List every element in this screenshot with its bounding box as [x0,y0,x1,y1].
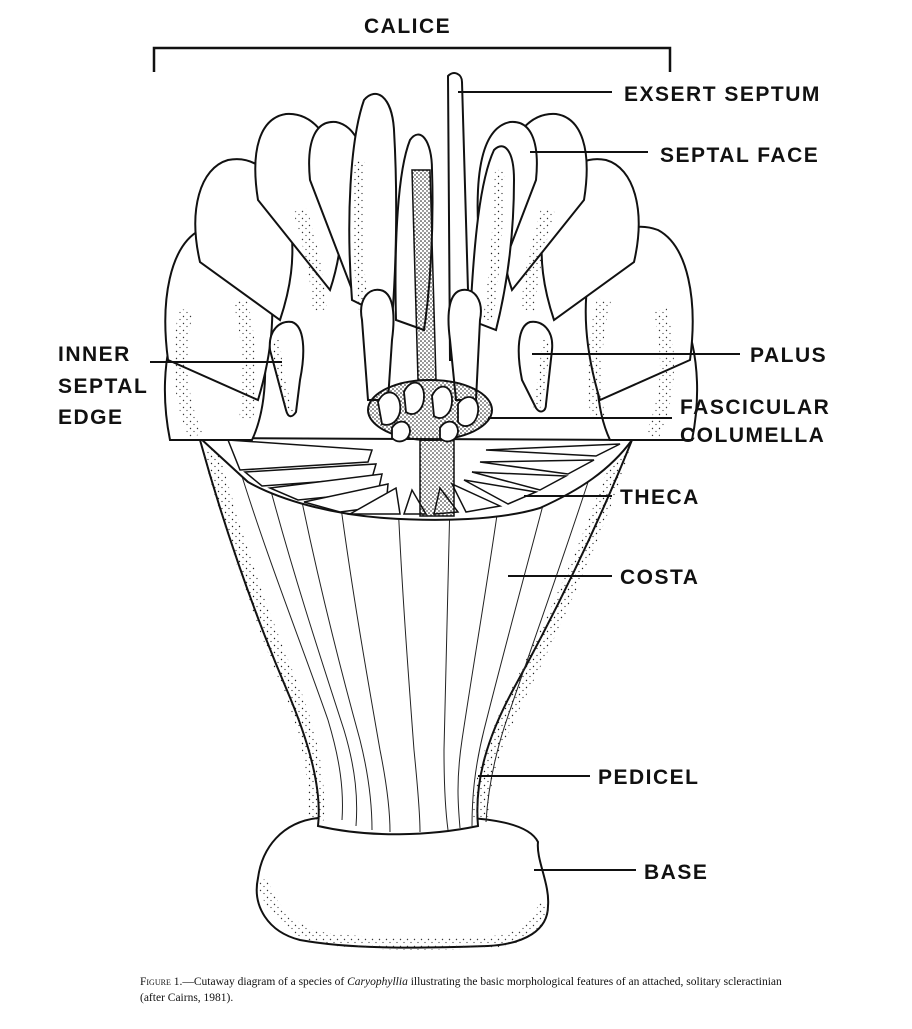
label-palus: PALUS [750,344,827,367]
caption-text-before: —Cutaway diagram of a species of [182,976,348,988]
label-inner-septal-edge-1: INNER [58,343,131,366]
label-calice: CALICE [364,15,451,38]
lobe-stippling [173,207,674,439]
septa-cross-sections [226,439,621,515]
caption-genus: Caryophyllia [347,976,408,988]
calice-bracket [152,46,672,72]
label-inner-septal-edge-2: SEPTAL [58,375,148,398]
caption-figure-number: Figure 1. [140,976,183,988]
label-inner-septal-edge-3: EDGE [58,406,124,429]
label-theca: THECA [620,486,700,509]
label-base: BASE [644,861,708,884]
label-costa: COSTA [620,566,699,589]
label-fascicular: FASCICULAR [680,396,830,419]
leader-lines [150,91,740,871]
fascicular-columella [367,379,493,443]
label-exsert-septum: EXSERT SEPTUM [624,83,821,106]
label-pedicel: PEDICEL [598,766,700,789]
caption-text-after: illustrating the basic morphological fea… [140,976,782,1004]
label-columella: COLUMELLA [680,424,825,447]
figure-caption: Figure 1.—Cutaway diagram of a species o… [140,974,800,1006]
label-septal-face: SEPTAL FACE [660,144,819,167]
costa-lines [239,469,593,833]
